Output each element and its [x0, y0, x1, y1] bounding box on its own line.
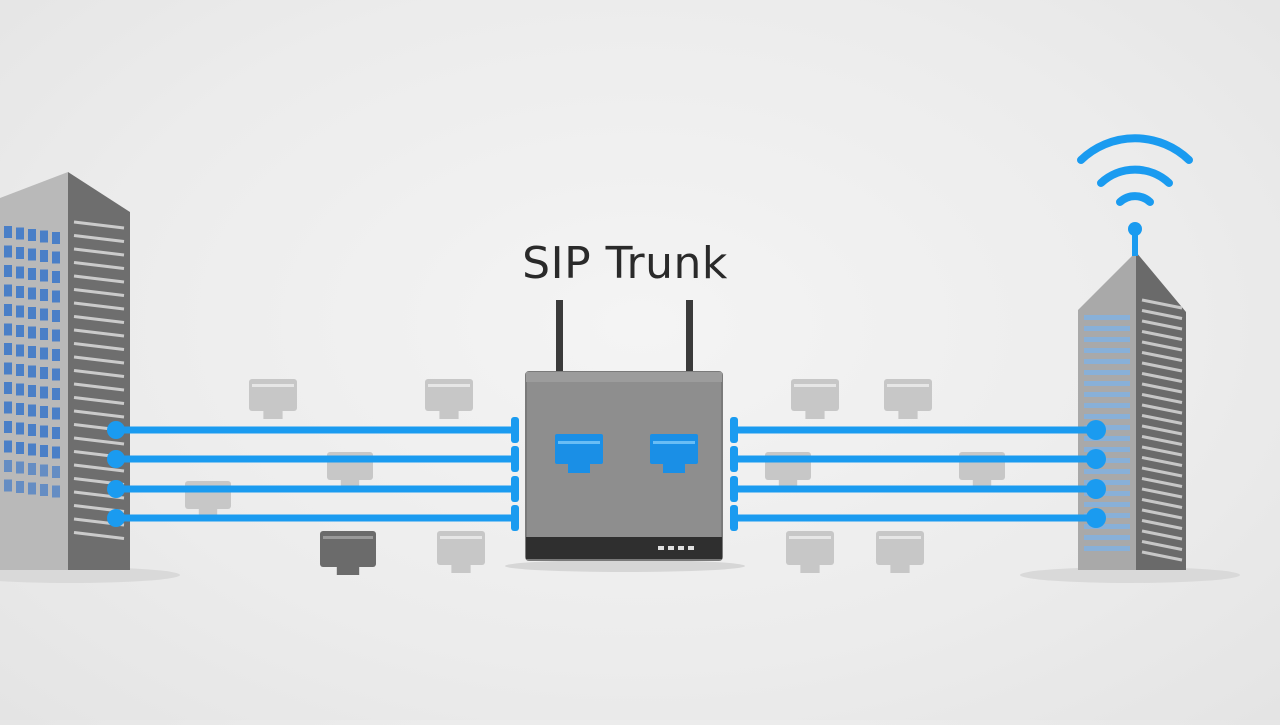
building-windows	[1084, 315, 1130, 551]
trunk-link-right	[730, 446, 1106, 472]
data-packet-icon	[320, 531, 376, 575]
ethernet-port-icon	[555, 434, 603, 473]
data-packet-icon	[884, 379, 932, 419]
ground-shadow	[0, 567, 180, 583]
data-packet-icon	[791, 379, 839, 419]
trunk-link-left	[107, 446, 519, 472]
office-building-icon	[0, 172, 130, 570]
antenna	[686, 300, 693, 376]
trunk-link-left	[107, 505, 519, 531]
trunk-link-right	[730, 417, 1106, 443]
data-packet-icon	[425, 379, 473, 419]
office-building-icon	[1078, 222, 1186, 570]
trunk-link-left	[107, 476, 519, 502]
diagram-title: SIP Trunk	[522, 238, 728, 289]
trunk-link-right	[730, 505, 1106, 531]
building-windows	[4, 226, 60, 498]
trunk-link-right	[730, 476, 1106, 502]
ground-shadow	[505, 560, 745, 572]
wifi-icon	[1077, 134, 1193, 206]
data-packet-icon	[249, 379, 297, 419]
ground-shadow	[1020, 567, 1240, 583]
trunk-links	[107, 417, 1106, 531]
trunk-link-left	[107, 417, 519, 443]
building-facade-lines	[1141, 298, 1183, 562]
data-packet-icon	[876, 531, 924, 573]
data-packets	[185, 379, 1005, 575]
data-packet-icon	[786, 531, 834, 573]
ethernet-port-icon	[650, 434, 698, 473]
router-icon	[525, 300, 723, 561]
building-facade-lines	[73, 220, 125, 540]
antenna	[556, 300, 563, 376]
data-packet-icon	[437, 531, 485, 573]
